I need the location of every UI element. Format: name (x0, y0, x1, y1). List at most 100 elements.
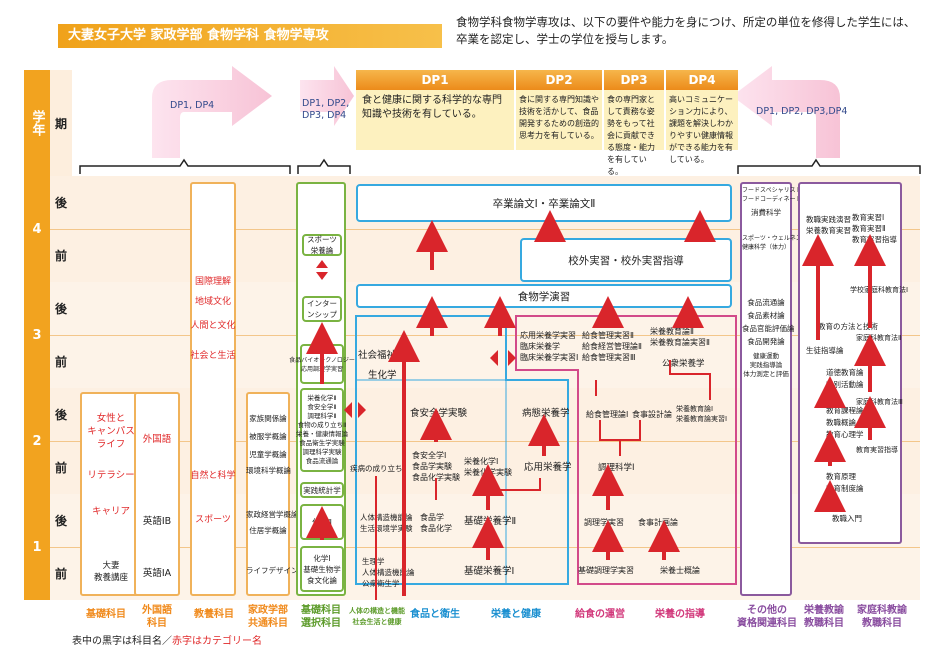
intro-text: 食物学科食物学専攻は、以下の要件や能力を身につけ、所定の単位を修得した学生には、… (456, 15, 916, 46)
term-early: 前 (54, 567, 67, 581)
subject-anatomy: 人体構造機能論 生活環境学実験 (360, 513, 413, 533)
term-early: 前 (54, 461, 67, 475)
subject-management: 家政経営学概論 (246, 510, 299, 519)
practicum-box: 校外実習・校外実習指導 (520, 238, 732, 282)
category-science: 自然と科学 (190, 471, 236, 481)
year-4: 4 (24, 176, 50, 282)
category-human: 人間と文化 (190, 321, 236, 331)
subject-dietitian-intro: 栄養士概論 (660, 566, 700, 575)
subject-nutrition-education-2: 栄養教育論Ⅱ 栄養教育論実習Ⅱ (650, 327, 710, 347)
dp2-text: 食に関する専門知識や技術を活かして、食品開発するための創造的思考力を有している。 (516, 90, 602, 150)
subject-basic-cooking: 基礎調理学実習 (578, 566, 634, 575)
category-label-common: 家政学部 共通科目 (248, 605, 288, 629)
year-header-label: 学年 (29, 110, 45, 136)
footnote-red: 赤字はカテゴリー名 (172, 636, 262, 647)
divider (50, 335, 920, 336)
dp-arrow-middle-label: DP1, DP2, DP3, DP4 (302, 98, 350, 121)
subject-internship: インターンシップ (302, 296, 342, 322)
subject-sensory-eval: 食品官能評価論 (742, 324, 795, 333)
dp3-header: DP3 (604, 70, 664, 90)
term-early: 前 (54, 355, 67, 369)
page-title: 大妻女子大学 家政学部 食物学科 食物学専攻 (58, 24, 442, 48)
term-late: 後 (54, 408, 67, 422)
common-column (246, 392, 290, 596)
subject-statistics: 実践統計学 (300, 482, 344, 498)
subject-social-welfare: 社会福祉論 (358, 350, 406, 361)
subject-education-principles: 教育原理 (826, 472, 856, 481)
year-2: 2 (24, 388, 50, 494)
subject-pathological-nutrition: 病態栄養学 (522, 408, 570, 419)
subject-home-practice-guide: 教育実習指導 (856, 446, 898, 454)
subject-public-nutrition: 公衆栄養学 (662, 359, 705, 369)
subject-english-1a: 英語ⅠA (142, 568, 172, 579)
category-label-liberal: 教養科目 (194, 609, 234, 620)
category-label-foreign: 外国語 科目 (142, 605, 172, 629)
category-label-other-qualification: その他の 資格関連科目 (737, 605, 797, 629)
category-label-home-teacher: 家庭科教諭 教職科目 (857, 605, 907, 629)
subject-exercise-guidance: 健康運動 実践指導論 体力測定と評価 (743, 352, 789, 378)
divider (50, 229, 920, 230)
dp-arrow-left-label: DP1, DP4 (170, 100, 215, 111)
subject-food-distribution: 食品流通論 (747, 298, 785, 307)
category-career: キャリア (91, 506, 130, 517)
subject-biochemistry: 生化学 (368, 370, 397, 381)
subject-basic-nutrition-1: 基礎栄養学Ⅰ (464, 566, 515, 577)
subject-disease: 疾病の成り立ちⅠ (350, 464, 405, 473)
term-header: 期 (50, 70, 72, 176)
subject-environment: 環境科学概論 (246, 466, 291, 475)
subject-liberal-course: 大妻 教養講座 (93, 561, 128, 583)
subject-physiology: 生理学 人体構造機能論 公衆衛生学 (362, 557, 415, 588)
liberal-column (190, 182, 236, 596)
subject-food-materials: 食品素材論 (747, 311, 785, 320)
dp3-text: 食の専門家として責務な姿勢をもって社会に貢献できる態度・能力を有している。 (604, 90, 664, 176)
subject-sports-nutrition: スポーツ栄養論 (302, 234, 342, 256)
term-late: 後 (54, 302, 67, 316)
subject-meal-planning: 食事設計論 (632, 410, 672, 419)
subject-home-method-1: 学校家庭科教育法Ⅰ (850, 286, 909, 294)
subject-food-development: 食品開発論 (747, 337, 785, 346)
dp4-text: 高いコミュニケーション力により、課題を解決しわかりやすい健康情報ができる能力を有… (666, 90, 738, 164)
year-header: 学年 (24, 70, 50, 176)
term-early: 前 (54, 249, 67, 263)
category-label-meal-management: 給食の運営 (575, 609, 625, 620)
foreign-column (134, 392, 180, 596)
subject-meal-admin-1: 給食管理論Ⅰ (586, 410, 629, 419)
subject-housing: 住居学概論 (249, 526, 287, 535)
category-label-nutrition-guidance: 栄養の指導 (655, 609, 705, 620)
subject-teaching-methods: 教育の方法と技術 (818, 322, 878, 331)
subject-food-safety-1: 食安全学Ⅰ 食品学実験 食品化学実験 (412, 451, 460, 482)
subject-consumer-science: 消費科学 (751, 208, 781, 217)
category-label-food-hygiene: 食品と衛生 (410, 609, 460, 620)
category-label-nutrition-health: 栄養と健康 (491, 609, 541, 620)
subject-food-specialist: フードスペシャリスト論 フードコーディネート論 (742, 187, 808, 203)
dp1-text: 食と健康に関する科学的な専門知識や技術を有している。 (356, 90, 514, 150)
basic-subjects-column (80, 392, 140, 596)
subject-clothing: 被服学概論 (249, 432, 287, 441)
category-label-basic: 基礎科目 (86, 609, 126, 620)
footnote-black: 表中の黒字は科目名／ (72, 636, 172, 647)
subject-family: 家族関係論 (249, 414, 287, 423)
term-late: 後 (54, 196, 67, 210)
subject-teaching-practice: 教職実践演習 栄養教育実習 (806, 215, 851, 235)
dp2-header: DP2 (516, 70, 602, 90)
dp1-header: DP1 (356, 70, 514, 90)
footnote: 表中の黒字は科目名／赤字はカテゴリー名 (72, 632, 262, 647)
subject-applied-nutrition-practice: 応用栄養学実習 臨床栄養学 臨床栄養学実習Ⅰ (520, 331, 579, 362)
category-campus-life: 女性と キャンパス ライフ (87, 413, 135, 450)
subject-elective-group: 栄養化学Ⅱ 食安全学Ⅱ 調理科学Ⅱ 食物の成り立ちⅡ 栄養・健康情報論 食品衛生… (296, 388, 348, 472)
dp4-header: DP4 (666, 70, 738, 90)
subject-moral-education: 道徳教育論 (826, 368, 864, 377)
category-literacy: リテラシー (87, 470, 135, 481)
category-label-elective: 基礎科目 選択科目 (301, 605, 341, 629)
category-sports: スポーツ (195, 515, 231, 525)
dp-arrows-graphic (79, 66, 921, 174)
category-label-nutrition-teacher: 栄養教諭 教職科目 (804, 605, 844, 629)
subject-teaching-profession: 教職概論 (826, 418, 856, 427)
subject-chemistry-1: 化学Ⅰ 基礎生物学 食文化論 (300, 546, 344, 592)
divider (50, 441, 920, 442)
year-1: 1 (24, 494, 50, 600)
subject-teaching-intro: 教職入門 (832, 514, 862, 523)
subject-meal-admin-2: 給食管理実習Ⅱ 給食経営管理論Ⅱ 給食管理実習Ⅲ (582, 331, 642, 362)
